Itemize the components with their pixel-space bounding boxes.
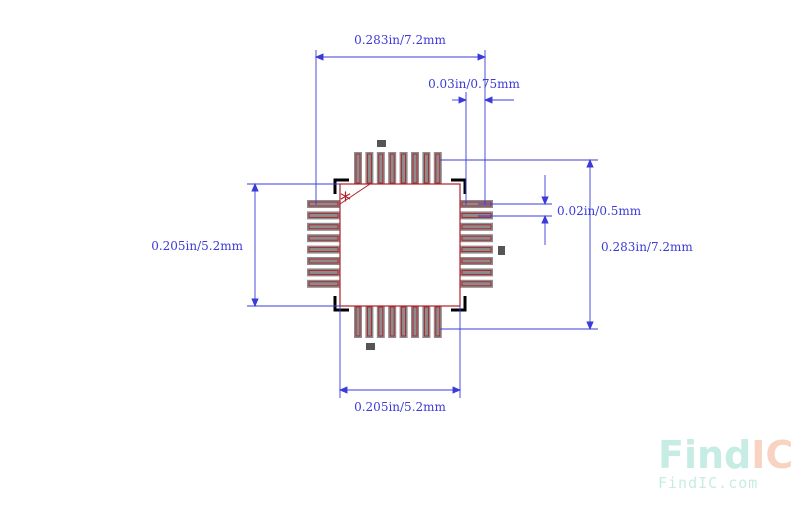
dim-bottom-body-width: 0.205in/5.2mm [354,400,446,414]
pad-bottom-1-outline [355,306,361,337]
pad-top-5 [399,152,408,185]
pad-bottom-8-outline [435,306,441,337]
pad-top-2-outline [366,153,372,184]
pad-right-3 [460,222,493,231]
pad-left-8 [307,279,340,288]
pad-left-2-outline [308,212,339,218]
pad-left-3-outline [308,224,339,230]
dim-top-overall-width: 0.283in/7.2mm [354,33,446,47]
pin1-marker: * [340,189,351,214]
pad-bottom-8 [433,305,442,338]
pad-top-6-outline [412,153,418,184]
pad-bottom-5 [399,305,408,338]
pad-left-7 [307,268,340,277]
pad-top-3 [376,152,385,185]
pad-left-6-outline [308,258,339,264]
pad-top-3-outline [378,153,384,184]
fiducial-top [377,140,386,147]
pad-top-5-outline [401,153,407,184]
pad-bottom-7 [422,305,431,338]
package-body: * [333,140,505,350]
pad-right-1 [460,200,493,208]
fiducial-bottom [366,343,375,350]
dim-pad-length: 0.03in/0.75mm [428,77,520,91]
pad-top-4-outline [389,153,395,184]
pad-top-1 [354,152,362,185]
pad-top-6 [411,152,419,185]
dimension-lines [247,50,598,398]
pad-left-3 [307,222,340,231]
pad-right-8-outline [461,281,492,287]
pad-left-8-outline [308,281,339,287]
pad-bottom-6 [411,305,419,338]
pad-right-3-outline [461,224,492,230]
corner-mark-br [451,296,467,312]
fiducial-right [498,246,505,255]
pad-right-2-outline [461,212,492,218]
pad-bottom-3-outline [378,306,384,337]
pad-bottom-3 [376,305,385,338]
pad-right-6-outline [461,258,492,264]
pad-right-2 [460,211,493,220]
pad-left-4 [307,234,340,243]
pad-top-8-outline [435,153,441,184]
pad-left-6 [307,257,340,265]
pad-bottom-4-outline [389,306,395,337]
pad-left-1-outline [308,201,339,207]
dim-right-overall-height: 0.283in/7.2mm [601,240,693,254]
pin1-chamfer [339,183,371,205]
pad-right-4-outline [461,235,492,241]
pad-right-5 [460,245,493,254]
pad-left-5-outline [308,247,339,253]
pad-bottom-1 [354,305,362,338]
pad-right-8 [460,279,493,288]
pad-left-1 [307,200,340,208]
pad-left-4-outline [308,235,339,241]
pad-right-7 [460,268,493,277]
watermark-logo-part2: IC [751,433,793,477]
pad-right-7-outline [461,269,492,275]
pad-right-6 [460,257,493,265]
watermark-logo-part1: Find [658,433,751,477]
pad-top-1-outline [355,153,361,184]
pad-right-4 [460,234,493,243]
pad-bottom-2 [365,305,374,338]
pad-top-7 [422,152,431,185]
pad-top-7-outline [423,153,429,184]
pad-left-7-outline [308,269,339,275]
dim-left-body-height: 0.205in/5.2mm [151,239,243,253]
pad-right-5-outline [461,247,492,253]
pad-bottom-7-outline [423,306,429,337]
pad-left-2 [307,211,340,220]
pad-top-8 [433,152,442,185]
pad-bottom-5-outline [401,306,407,337]
corner-mark-bl [333,296,349,312]
watermark-site: FindIC.com [658,474,758,492]
body-outline [339,183,461,307]
pad-bottom-6-outline [412,306,418,337]
pad-left-5 [307,245,340,254]
pad-top-4 [388,152,397,185]
corner-mark-tl [333,178,349,194]
pad-top-2 [365,152,374,185]
pad-bottom-2-outline [366,306,372,337]
pads-group [307,152,493,338]
dimension-labels: 0.283in/7.2mm 0.03in/0.75mm 0.02in/0.5mm… [151,33,693,414]
svg-text:FindIC: FindIC [658,433,793,477]
corner-mark-tr [451,178,467,194]
dim-pitch: 0.02in/0.5mm [557,204,642,218]
pad-bottom-4 [388,305,397,338]
watermark: FindIC FindIC.com [658,433,793,492]
